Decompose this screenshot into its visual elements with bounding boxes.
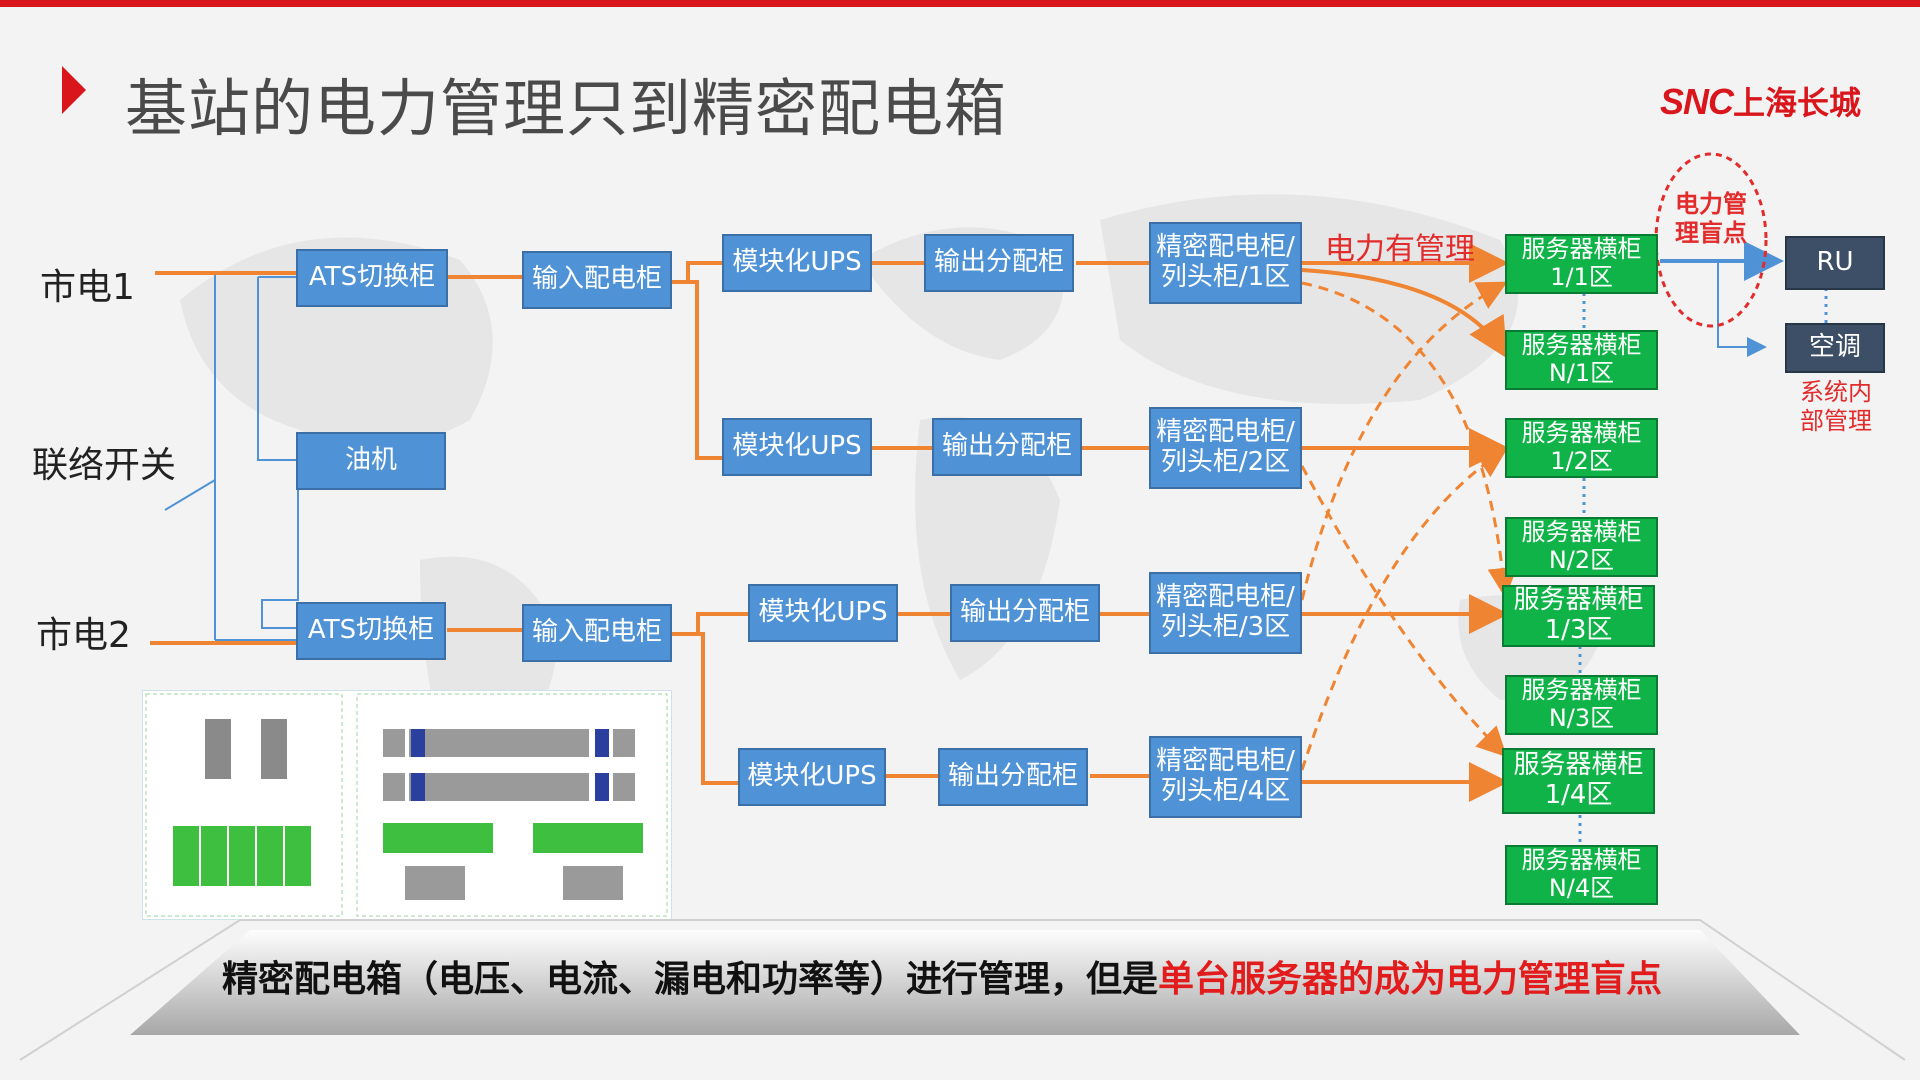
power-managed-label: 电力有管理 [1325, 232, 1475, 267]
datacenter-layout-image [142, 690, 672, 920]
page-title: 基站的电力管理只到精密配电箱 [125, 72, 1008, 145]
caption-platform [19, 919, 1906, 1061]
ats-cabinet-1: ATS切换柜 [296, 249, 448, 307]
city-power-2-label: 市电2 [36, 615, 131, 656]
precision-cabinet-3: 精密配电柜/列头柜/3区 [1149, 572, 1302, 654]
internal-mgmt-label: 系统内部管理 [1800, 378, 1872, 435]
output-dist-box-2: 输出分配柜 [932, 418, 1082, 476]
ups-box-3: 模块化UPS [748, 584, 898, 642]
aircon-box: 空调 [1785, 323, 1885, 373]
precision-cabinet-2: 精密配电柜/列头柜/2区 [1149, 407, 1302, 489]
ups-box-1: 模块化UPS [722, 234, 872, 292]
city-power-1-label: 市电1 [40, 267, 135, 308]
ru-box: RU [1785, 236, 1885, 290]
top-accent-bar [0, 0, 1920, 7]
output-dist-box-3: 输出分配柜 [950, 584, 1100, 642]
logo-brand: SNC [1660, 81, 1734, 122]
power-blind-spot-label: 电力管理盲点 [1675, 190, 1747, 247]
company-logo: SNC上海长城 [1660, 78, 1861, 124]
precision-cabinet-4: 精密配电柜/列头柜/4区 [1149, 736, 1302, 818]
logo-name: 上海长城 [1733, 85, 1862, 121]
generator-box: 油机 [296, 432, 446, 490]
ats-cabinet-2: ATS切换柜 [296, 602, 446, 660]
tie-switch-label: 联络开关 [32, 445, 177, 486]
ups-box-2: 模块化UPS [722, 418, 872, 476]
precision-cabinet-1: 精密配电柜/列头柜/1区 [1149, 222, 1302, 304]
caption-normal: 精密配电箱（电压、电流、漏电和功率等）进行管理，但是 [222, 959, 1159, 1000]
bottom-caption: 精密配电箱（电压、电流、漏电和功率等）进行管理，但是单台服务器的成为电力管理盲点 [222, 950, 1662, 1002]
output-dist-box-4: 输出分配柜 [938, 748, 1088, 806]
title-bullet-icon [62, 66, 86, 114]
caption-highlight: 单台服务器的成为电力管理盲点 [1158, 959, 1663, 1000]
input-cabinet-1: 输入配电柜 [522, 251, 672, 309]
ups-box-4: 模块化UPS [738, 748, 886, 806]
output-dist-box-1: 输出分配柜 [924, 234, 1074, 292]
input-cabinet-2: 输入配电柜 [522, 604, 672, 662]
